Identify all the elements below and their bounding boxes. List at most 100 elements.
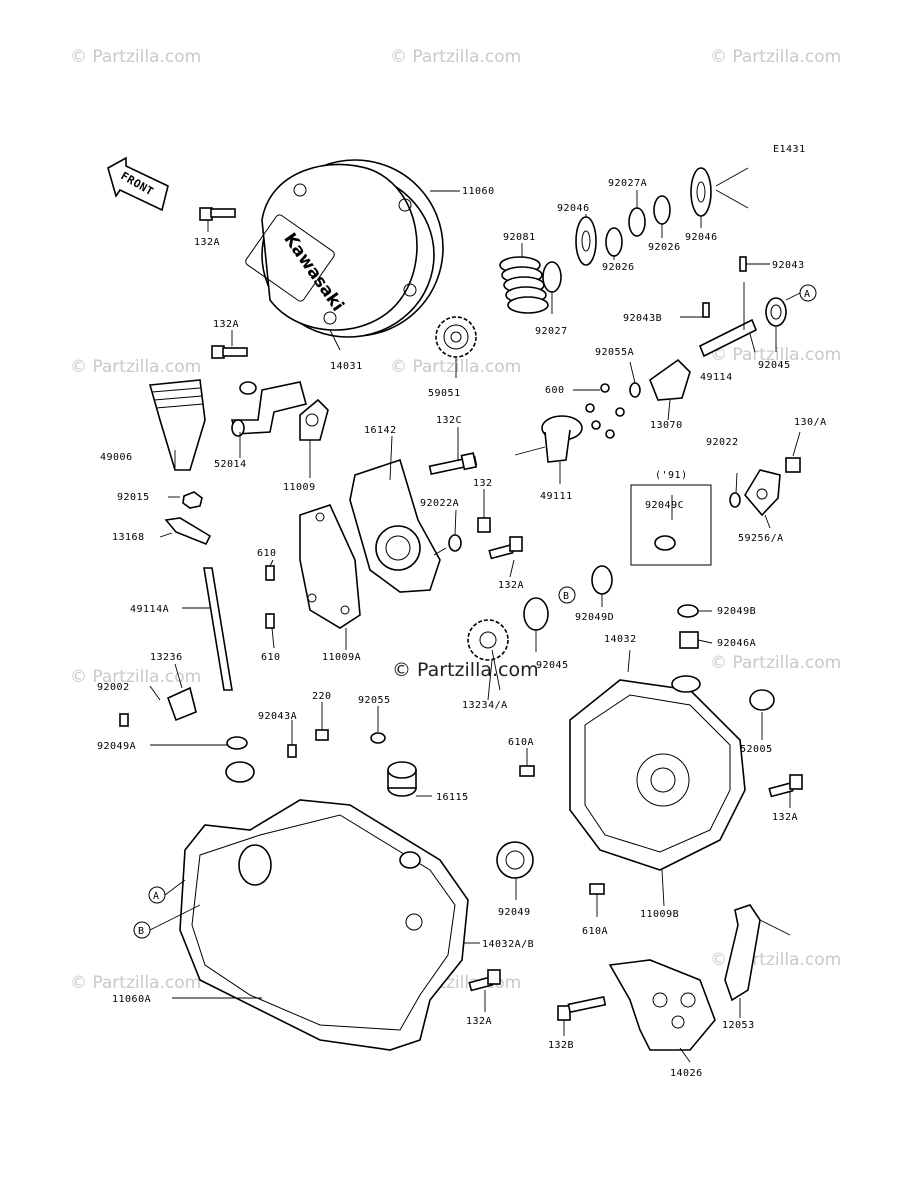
spring-icon [499, 256, 549, 314]
part-label: 92055A [595, 347, 634, 358]
part-label: 13168 [112, 532, 145, 543]
part-label: 11009B [640, 909, 679, 920]
thrust-bearing-icon [690, 167, 712, 217]
dowel-pin-icon [265, 613, 275, 629]
watermarks: © Partzilla.com © Partzilla.com © Partzi… [70, 47, 841, 993]
part-label: 130/A [794, 417, 827, 428]
part-label: 610 [257, 548, 277, 559]
watermark: © Partzilla.com [390, 47, 521, 67]
part-label: 132A [466, 1016, 492, 1027]
water-pipe-elbow-icon [230, 381, 307, 437]
part-label: 92045 [758, 360, 791, 371]
shaft-icon [203, 567, 233, 691]
part-label: 49006 [100, 452, 133, 463]
part-label: 13236 [150, 652, 183, 663]
part-label: 12053 [722, 1020, 755, 1031]
screw-icon [315, 729, 329, 741]
pin-icon [739, 256, 747, 272]
callout-b: B [133, 921, 151, 939]
part-label: 92045 [536, 660, 569, 671]
washer-icon [729, 492, 741, 508]
part-label: 52014 [214, 459, 247, 470]
part-label: 59051 [428, 388, 461, 399]
part-label: 92043A [258, 711, 297, 722]
part-label: 92049D [575, 612, 614, 623]
oil-seal-icon [654, 535, 676, 551]
oil-seal-icon [591, 565, 613, 595]
callout-a: A [799, 284, 817, 302]
pump-gasket-icon [299, 504, 361, 629]
impeller-icon [744, 469, 781, 517]
part-label: 92049A [97, 741, 136, 752]
part-label: 92049B [717, 606, 756, 617]
part-label: 92046 [685, 232, 718, 243]
part-label: 49114 [700, 372, 733, 383]
part-label: 92049C [645, 500, 684, 511]
part-label: 610 [261, 652, 281, 663]
dowel-pin-icon [589, 883, 605, 895]
part-label: 220 [312, 691, 332, 702]
bolt-icon [468, 969, 501, 992]
washer-icon [628, 207, 646, 237]
governor-icon [514, 415, 583, 463]
bolt-icon [488, 536, 523, 560]
rubber-boot-icon [148, 379, 206, 471]
o-ring-icon [629, 382, 641, 398]
part-label: 92002 [97, 682, 130, 693]
bolt-icon [768, 774, 803, 798]
watermark: © Partzilla.com [70, 47, 201, 67]
front-arrow-icon: FRONT [107, 156, 169, 212]
part-label: 92046A [717, 638, 756, 649]
washer-icon [542, 261, 562, 293]
part-label: 600 [545, 385, 565, 396]
part-label: 92081 [503, 232, 536, 243]
part-label: 610A [582, 926, 608, 937]
part-label: 49111 [540, 491, 573, 502]
part-label: 92043B [623, 313, 662, 324]
crankcase-cover [179, 761, 469, 1051]
part-label: 11060 [462, 186, 495, 197]
part-label: 132A [213, 319, 239, 330]
washer-icon [448, 534, 462, 552]
water-pump-cover-icon [349, 458, 441, 593]
part-label: 92022 [706, 437, 739, 448]
nut-icon [182, 491, 203, 509]
o-ring-icon [370, 732, 386, 744]
lever-icon [164, 517, 212, 546]
part-label: 92027A [608, 178, 647, 189]
part-label: 14026 [670, 1068, 703, 1079]
bracket-icon [724, 904, 791, 1002]
bolt-icon [199, 207, 236, 221]
seal-icon [677, 604, 699, 618]
watermark: © Partzilla.com [70, 667, 201, 687]
part-label: 14032 [604, 634, 637, 645]
part-label: 92022A [420, 498, 459, 509]
bolt-icon [428, 452, 478, 476]
part-label: 132A [194, 237, 220, 248]
washer-icon [605, 227, 623, 257]
callout-b: B [558, 586, 576, 604]
gasket-icon [299, 398, 329, 441]
watermark: © Partzilla.com [710, 653, 841, 673]
dowel-pin-icon [519, 765, 535, 777]
year-note: ('91) [655, 470, 688, 481]
oil-seal-icon [226, 736, 248, 750]
leader-lines [149, 190, 801, 1063]
thrust-bearing-icon [575, 216, 597, 266]
gear-icon [467, 619, 509, 691]
svg-text:B: B [563, 591, 570, 602]
part-label: 14032A/B [482, 939, 534, 950]
clutch-cover-outer: Kawasaki [245, 159, 444, 338]
part-label: 16115 [436, 792, 469, 803]
part-label: 16142 [364, 425, 397, 436]
impeller-icon [649, 358, 691, 401]
shaft-icon [698, 318, 758, 358]
part-label: 49114A [130, 604, 169, 615]
clutch-cover-inner [569, 675, 746, 871]
part-label: 92046 [557, 203, 590, 214]
bolt-icon [211, 345, 248, 359]
part-label: 92027 [535, 326, 568, 337]
part-label: 92049 [498, 907, 531, 918]
svg-text:B: B [138, 926, 145, 937]
